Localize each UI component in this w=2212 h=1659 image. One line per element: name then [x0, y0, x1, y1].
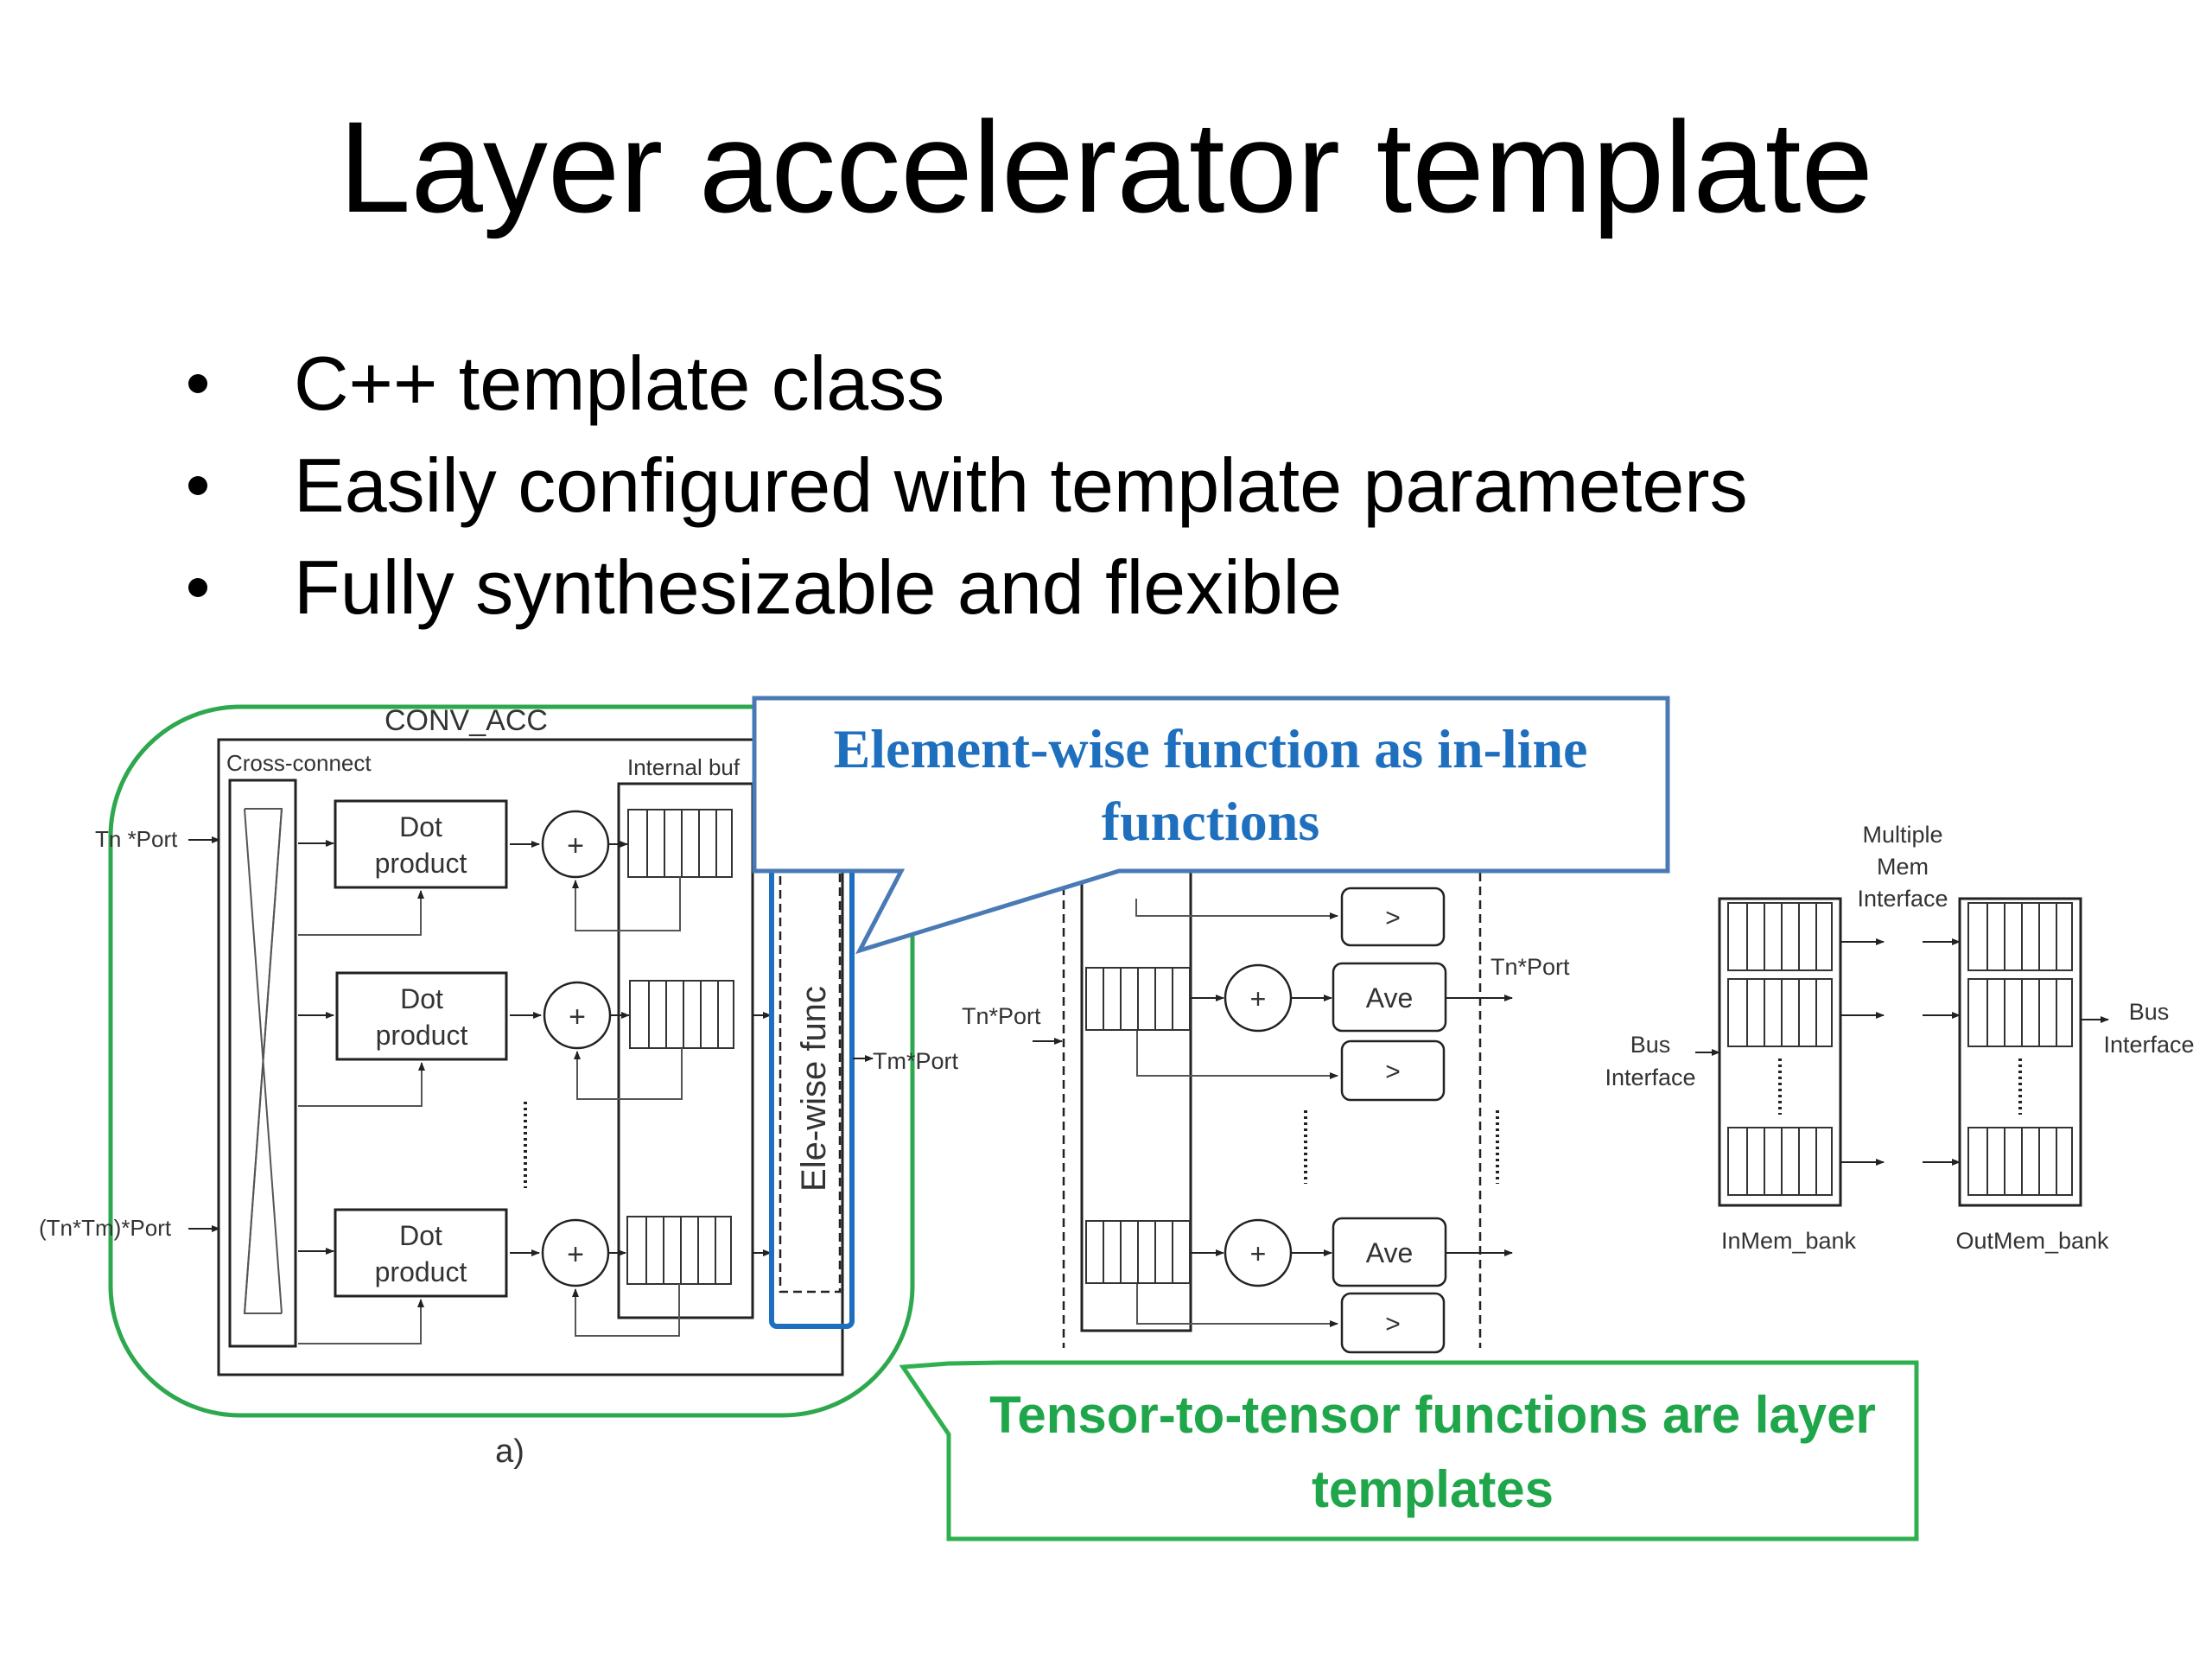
- green-callout-line2: templates: [1312, 1460, 1554, 1518]
- bus-interface-left-label: Interface: [1605, 1065, 1695, 1090]
- conv-acc-inner-box: [217, 738, 844, 1376]
- bullet-item: C++ template class: [173, 333, 1748, 435]
- mem-bank-row: [1727, 978, 1833, 1047]
- dot-product-block: [335, 971, 508, 1061]
- cross-connect-wires: [243, 808, 283, 1314]
- internal-buf-label: Internal buf: [627, 754, 741, 780]
- blue-callout-line1: Element-wise function as in-line: [834, 718, 1588, 779]
- multiple-mem-label: Mem: [1877, 854, 1929, 880]
- dot-product-label: Dot: [399, 1220, 442, 1251]
- dot-product-row: Dot product +: [298, 1208, 732, 1344]
- conv-acc-label: CONV_ACC: [385, 704, 548, 737]
- mem-bank-row: [1967, 1127, 2073, 1196]
- adder-symbol: +: [567, 830, 584, 862]
- average-label: Ave: [1366, 982, 1414, 1014]
- dot-product-label: Dot: [399, 811, 442, 842]
- buffer-fifo: [627, 809, 733, 878]
- pool-fifo: [1085, 1220, 1191, 1284]
- bus-interface-right-label: Interface: [2103, 1032, 2194, 1058]
- compare-block: [1340, 1292, 1446, 1354]
- outmem-bank-label: OutMem_bank: [1955, 1228, 2109, 1254]
- mem-bank-row: [1727, 1127, 1833, 1196]
- multiple-mem-label: Interface: [1857, 886, 1948, 912]
- compare-label: >: [1385, 1310, 1401, 1338]
- conv-acc-outline: [108, 704, 915, 1418]
- blue-callout-line2: functions: [1102, 791, 1320, 852]
- buffer-fifo: [629, 980, 734, 1049]
- memory-banks: Multiple Mem Interface Bus Interface InM…: [1605, 822, 2194, 1254]
- blue-callout-box: [752, 696, 1670, 955]
- green-callout-line1: Tensor-to-tensor functions are layer: [989, 1386, 1876, 1444]
- dot-product-row: Dot product +: [298, 971, 734, 1107]
- pool-output-port-label: Tn*Port: [1491, 954, 1570, 980]
- bullet-text: C++ template class: [294, 340, 945, 426]
- pool-fifo: [1085, 967, 1191, 1031]
- elewise-func-label: Ele-wise func: [795, 986, 833, 1192]
- adder-symbol: +: [1250, 983, 1267, 1014]
- inmem-bank-label: InMem_bank: [1721, 1228, 1857, 1254]
- bus-interface-left-label: Bus: [1630, 1032, 1671, 1058]
- dot-product-block: [334, 1208, 508, 1298]
- bullet-text: Easily configured with template paramete…: [294, 442, 1748, 528]
- bullet-item: Easily configured with template paramete…: [173, 435, 1748, 537]
- bullet-dot-icon: [188, 476, 207, 495]
- compare-label: >: [1385, 904, 1401, 932]
- dot-product-label: product: [375, 848, 467, 879]
- green-callout: Tensor-to-tensor functions are layer tem…: [899, 1360, 1919, 1541]
- average-label: Ave: [1366, 1237, 1414, 1268]
- compare-label: >: [1385, 1058, 1401, 1086]
- input-port-top-label: Tn *Port: [95, 826, 178, 852]
- multiple-mem-label: Multiple: [1862, 822, 1942, 848]
- dot-product-label: product: [375, 1256, 467, 1287]
- pool-input-port-label: Tn*Port: [962, 1003, 1041, 1029]
- conv-acc-block: CONV_ACC Cross-connect Internal buf Tn *…: [39, 704, 959, 1470]
- buffer-fifo: [626, 1216, 732, 1285]
- mem-bank-row: [1727, 902, 1833, 971]
- bullet-dot-icon: [188, 374, 207, 393]
- compare-block: [1340, 887, 1446, 947]
- bullet-dot-icon: [188, 578, 207, 597]
- dot-product-label: product: [376, 1020, 468, 1051]
- mem-bank-row: [1967, 978, 2073, 1047]
- input-port-bottom-label: (Tn*Tm)*Port: [39, 1215, 172, 1241]
- slide-title: Layer accelerator template: [339, 94, 1873, 239]
- pool-block: Tn*Port > + Ave > Tn*Port +: [962, 862, 1570, 1354]
- green-callout-box: [899, 1360, 1919, 1541]
- compare-block: [1340, 1039, 1446, 1102]
- output-port-label: Tm*Port: [873, 1048, 959, 1074]
- mem-bank-row: [1967, 902, 2073, 971]
- bus-interface-right-label: Bus: [2129, 999, 2170, 1025]
- dot-product-label: Dot: [400, 983, 443, 1014]
- bullet-list: C++ template class Easily configured wit…: [173, 333, 1748, 639]
- cross-connect-label: Cross-connect: [226, 750, 372, 776]
- dot-product-row: Dot product +: [298, 799, 733, 936]
- bullet-text: Fully synthesizable and flexible: [294, 544, 1343, 630]
- blue-callout: Element-wise function as in-line functio…: [752, 696, 1670, 955]
- adder-symbol: +: [569, 1001, 586, 1033]
- dot-product-block: [334, 799, 508, 889]
- adder-symbol: +: [1250, 1238, 1267, 1269]
- bullet-item: Fully synthesizable and flexible: [173, 537, 1748, 639]
- adder-symbol: +: [567, 1238, 584, 1271]
- caption-a: a): [495, 1433, 524, 1470]
